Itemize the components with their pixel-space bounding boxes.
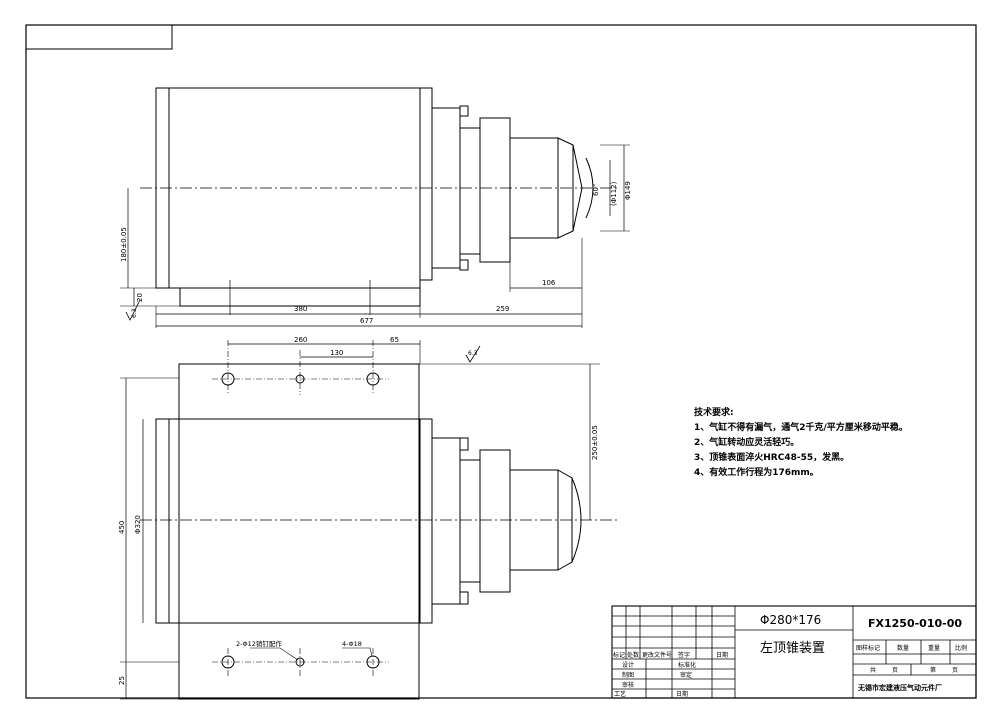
lbl-design: 设计 bbox=[622, 661, 634, 669]
hdr-date: 日期 bbox=[716, 651, 728, 659]
dim-center-h: 250±0.05 bbox=[591, 425, 599, 460]
company-name: 无锡市宏建液压气动元件厂 bbox=[857, 683, 942, 692]
dim-bottom: 25 bbox=[118, 676, 126, 685]
front-view bbox=[120, 340, 620, 700]
note-item: 4、有效工作行程为176mm。 bbox=[694, 468, 819, 478]
cylinder-body-front bbox=[155, 418, 421, 624]
dim-base-thk: 20 bbox=[136, 293, 144, 302]
hdr-mark: 标记 bbox=[613, 651, 625, 659]
lbl-check: 审核 bbox=[622, 681, 634, 689]
rod-collar bbox=[479, 117, 511, 263]
lbl-standardize: 标准化 bbox=[678, 661, 696, 669]
sheet-border bbox=[25, 24, 977, 699]
dim-len-left: 380 bbox=[294, 305, 307, 313]
lbl-sheet: 第 bbox=[930, 666, 936, 674]
dim-cone-angle: 60° bbox=[592, 184, 600, 196]
hdr-sign: 签字 bbox=[678, 651, 690, 659]
lbl-total-page: 页 bbox=[892, 667, 898, 674]
drawing-number: FX1250-010-00 bbox=[868, 617, 962, 630]
dim-130: 130 bbox=[330, 349, 343, 357]
note-item: 3、顶锥表面淬火HRC48-55，发黑。 bbox=[694, 453, 850, 463]
roughness-top-text: 6.3 bbox=[131, 308, 138, 318]
note-item: 2、气缸转动应灵活轻巧。 bbox=[694, 438, 800, 448]
callout-bolt-holes: 4-Φ18 bbox=[342, 640, 362, 648]
dim-bore: Φ320 bbox=[134, 515, 142, 534]
note-item: 1、气缸不得有漏气，通气2千克/平方厘米移动平稳。 bbox=[694, 423, 908, 433]
dim-260: 260 bbox=[294, 336, 307, 344]
part-name: 左顶锥装置 bbox=[760, 641, 825, 656]
lbl-qty: 数量 bbox=[897, 644, 909, 652]
end-flange bbox=[419, 87, 433, 281]
lbl-draw: 制图 bbox=[622, 671, 634, 679]
top-view-dimension-text: 180±0.05 20 380 259 677 106 60° (Φ112) Φ… bbox=[120, 181, 632, 325]
technical-requirements: 技术要求: 1、气缸不得有漏气，通气2千克/平方厘米移动平稳。 2、气缸转动应灵… bbox=[694, 406, 964, 481]
end-cap-front bbox=[431, 437, 461, 605]
bolt-head-top bbox=[459, 105, 469, 117]
dim-shaft: 106 bbox=[542, 279, 556, 287]
lbl-stage-mark: 图样标记 bbox=[856, 644, 880, 652]
rod-collar-front bbox=[479, 449, 511, 593]
base-plate bbox=[179, 287, 421, 307]
dim-dia-inner: (Φ112) bbox=[610, 181, 618, 206]
hdr-change-doc: 更改文件号 bbox=[642, 651, 672, 659]
top-view bbox=[120, 87, 630, 328]
roughness-symbol-top bbox=[125, 299, 141, 321]
roughness-symbol-front bbox=[465, 345, 481, 363]
hdr-count: 处数 bbox=[627, 651, 639, 659]
lbl-total: 共 bbox=[870, 666, 876, 674]
dim-65: 65 bbox=[390, 336, 399, 344]
cone-angle-arc bbox=[585, 157, 594, 219]
front-view-dimension-text: 260 130 65 450 Φ320 250±0.05 25 6.3 2-Φ1… bbox=[118, 336, 599, 685]
dim-dia-outer: Φ149 bbox=[624, 181, 632, 200]
title-block-text: Φ280*176 左顶锥装置 FX1250-010-00 标记 处数 更改文件号… bbox=[613, 613, 967, 698]
corner-stamp-box bbox=[25, 24, 173, 50]
dim-len-total: 677 bbox=[360, 317, 373, 325]
lbl-weight: 重量 bbox=[928, 644, 940, 652]
callout-pin-holes: 2-Φ12销钉配作 bbox=[236, 639, 282, 648]
notes-title: 技术要求: bbox=[694, 408, 734, 418]
dim-len-right: 259 bbox=[496, 305, 509, 313]
bolt-head-bottom bbox=[459, 259, 469, 271]
lbl-sheet-page: 页 bbox=[952, 667, 958, 674]
dim-height-top: 180±0.05 bbox=[120, 227, 128, 262]
lbl-review: 审定 bbox=[680, 671, 692, 679]
lbl-date: 日期 bbox=[676, 690, 688, 698]
spec-text: Φ280*176 bbox=[760, 613, 821, 627]
dim-height-front: 450 bbox=[118, 521, 126, 534]
rod-sleeve-front bbox=[459, 459, 481, 583]
end-flange-front bbox=[419, 418, 433, 624]
roughness-front-text: 6.3 bbox=[468, 350, 478, 357]
title-block bbox=[611, 605, 977, 699]
cone-tip bbox=[557, 137, 583, 239]
lbl-scale: 比例 bbox=[955, 644, 967, 652]
mounting-plate bbox=[178, 363, 420, 700]
lbl-process: 工艺 bbox=[614, 690, 626, 698]
rod-sleeve bbox=[459, 127, 481, 255]
